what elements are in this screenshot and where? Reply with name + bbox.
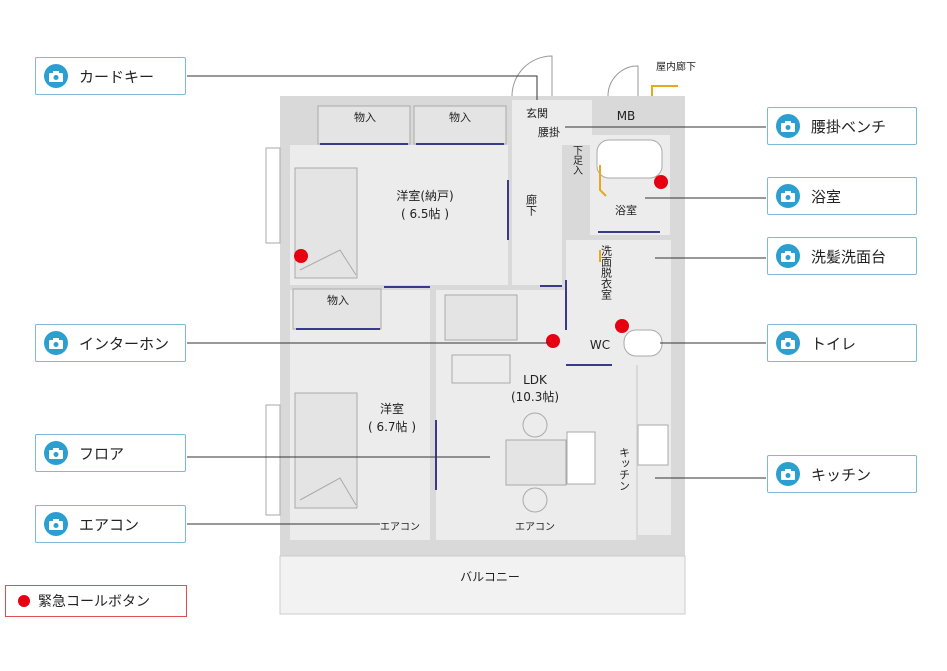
entrance-label: 玄関: [526, 106, 548, 120]
intercom-label: インターホン: [79, 334, 170, 353]
kitchen-room-label: キッチン: [618, 447, 631, 491]
bench-button[interactable]: 腰掛ベンチ: [767, 107, 917, 145]
wc-label: WC: [590, 338, 610, 352]
camera-icon: [44, 441, 68, 465]
emergency-call-legend: 緊急コールボタン: [5, 585, 187, 617]
camera-icon: [776, 244, 800, 268]
emergency-call-dot-bath: [654, 175, 668, 189]
room-western-size: ( 6.7帖 ): [368, 419, 416, 434]
camera-icon: [44, 331, 68, 355]
card-key-label: カードキー: [79, 67, 155, 86]
red-dot-icon: [18, 595, 30, 607]
intercom-button[interactable]: インターホン: [35, 324, 186, 362]
kitchen-button[interactable]: キッチン: [767, 455, 917, 493]
aircon-label-2: エアコン: [515, 522, 555, 533]
indoor-corridor-label: 屋内廊下: [656, 60, 696, 73]
bench-label: 腰掛ベンチ: [811, 117, 887, 136]
kitchen-label: キッチン: [811, 465, 872, 484]
shoe-box-label: 下足入: [571, 145, 583, 175]
wash-basin-label: 洗髪洗面台: [811, 247, 887, 266]
balcony-label: バルコニー: [460, 570, 520, 584]
dressing-label: 洗面脱衣室: [600, 245, 613, 300]
camera-icon: [776, 114, 800, 138]
room-ldk-size: (10.3帖): [511, 389, 559, 404]
camera-icon: [776, 462, 800, 486]
bath-label: 浴室: [615, 203, 637, 217]
aircon-label-1: エアコン: [380, 522, 420, 533]
storage-label-1: 物入: [354, 110, 376, 124]
room-ldk-label: LDK: [523, 373, 548, 387]
mb-label: MB: [617, 109, 636, 123]
toilet-button[interactable]: トイレ: [767, 324, 917, 362]
camera-icon: [44, 64, 68, 88]
emergency-call-dot-western-storage: [294, 249, 308, 263]
storage-label-2: 物入: [449, 110, 471, 124]
bathroom-button[interactable]: 浴室: [767, 177, 917, 215]
room-western-storage-label: 洋室(納戸): [396, 188, 453, 203]
corridor-floor: [512, 145, 562, 285]
bench-small-label: 腰掛: [538, 125, 560, 139]
leader-lines: [187, 75, 766, 525]
toilet-label: トイレ: [811, 334, 857, 353]
storage-label-3: 物入: [327, 293, 349, 307]
aircon-button[interactable]: エアコン: [35, 505, 186, 543]
camera-icon: [776, 184, 800, 208]
room-western-label: 洋室: [380, 401, 404, 416]
bathroom-label: 浴室: [811, 187, 842, 206]
emergency-call-dot-wc: [615, 319, 629, 333]
camera-icon: [44, 512, 68, 536]
floor-button[interactable]: フロア: [35, 434, 186, 472]
room-western-storage-size: ( 6.5帖 ): [401, 206, 449, 221]
camera-icon: [776, 331, 800, 355]
wash-basin-button[interactable]: 洗髪洗面台: [767, 237, 917, 275]
aircon-label: エアコン: [79, 515, 140, 534]
floor-label: フロア: [79, 444, 125, 463]
corridor-label: 廊下: [525, 193, 538, 217]
card-key-button[interactable]: カードキー: [35, 57, 186, 95]
legend-label: 緊急コールボタン: [38, 594, 150, 610]
emergency-call-dot-ldk: [546, 334, 560, 348]
entrance-floor: [512, 100, 592, 145]
